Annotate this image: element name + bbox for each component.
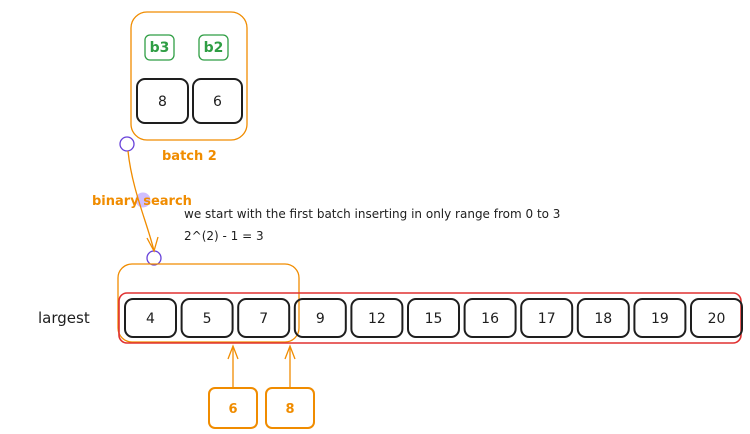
batch-tag-box-1 [144,34,175,61]
batch-value-2: 6 [213,94,222,110]
batch-label: batch 2 [162,149,217,164]
search-range-container [117,263,300,343]
array-cell-box [293,298,347,338]
binary-search-arrow-head [146,236,159,253]
array-cell-box [124,298,177,338]
array-cell-value: 12 [368,311,386,327]
insert-value-2: 8 [285,402,294,417]
batch-container [130,11,248,141]
insert-arrow-8-head [284,344,296,360]
array-cell-value: 7 [259,311,268,327]
batch-value-1: 8 [158,94,167,110]
insert-arrow-6-head [227,344,239,360]
array-cell-value: 5 [203,311,212,327]
batch-tag-1: b3 [150,40,170,56]
batch-value-box-2 [192,78,243,124]
note-line-1: we start with the first batch inserting … [184,207,560,221]
connector-handle-bottom [146,250,162,266]
binary-search-arrow [127,150,155,252]
largest-label: largest [38,309,90,327]
array-cell-value: 18 [594,311,612,327]
array-cell-box [576,298,630,338]
array-cell-value: 4 [146,311,155,327]
batch-tag-box-2 [198,34,229,61]
array-cell-value: 17 [538,311,556,327]
array-cell-value: 15 [425,311,443,327]
array-cell-box [237,298,291,338]
batch-tag-2: b2 [204,40,224,56]
array-cell-box [463,298,517,338]
array-cell-box [520,298,574,338]
array-cells: 4 5 7 9 12 15 16 17 18 19 20 [124,298,743,338]
array-cell-box [690,298,743,338]
array-cell-value: 19 [651,311,669,327]
connector-handle-top [119,136,135,152]
array-cell-box [407,298,460,338]
binary-search-label: binary search [92,194,192,209]
batch-value-box-1 [136,78,189,124]
array-cell-value: 20 [708,311,726,327]
array-cell-box [180,298,234,338]
array-cell-box [350,298,404,338]
insert-value-1: 6 [228,402,237,417]
array-cell-box [633,298,687,338]
insert-box-2 [265,387,315,429]
array-cell-value: 9 [316,311,325,327]
note-line-2: 2^(2) - 1 = 3 [184,229,264,243]
insert-box-1 [208,387,258,429]
array-cell-value: 16 [481,311,499,327]
